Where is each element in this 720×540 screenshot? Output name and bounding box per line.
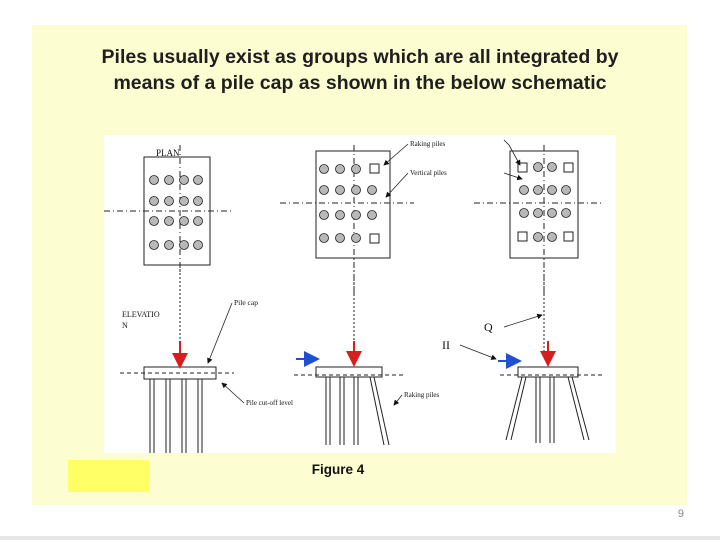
page-number: 9 <box>677 508 684 520</box>
marker-ii: II <box>442 338 450 352</box>
elevation-label-line2: N <box>122 321 128 330</box>
plan-label: PLAN <box>156 148 180 158</box>
plan-view-3 <box>474 145 604 357</box>
bottom-divider <box>0 536 720 540</box>
pile-group-schematic: PLAN Raking piles Vertical piles ELEVATI… <box>104 135 616 453</box>
raking-piles-label-top: Raking piles <box>410 140 445 148</box>
elevation-view-2 <box>294 341 404 446</box>
marker-q: Q <box>484 320 493 334</box>
plan-view-2 <box>280 145 414 355</box>
vertical-piles-label: Vertical piles <box>410 169 447 177</box>
raking-piles-label-bottom: Raking piles <box>404 391 439 399</box>
elevation-view-3 <box>498 341 604 443</box>
pile-cap-label: Pile cap <box>234 298 258 307</box>
plan-view-1 <box>104 145 234 357</box>
elevation-view-1 <box>120 341 234 453</box>
slide-title: Piles usually exist as groups which are … <box>101 46 619 94</box>
figure-caption: Figure 4 <box>311 462 365 477</box>
highlight-block <box>68 460 149 492</box>
pile-cut-off-label: Pile cut-off level <box>246 399 293 407</box>
elevation-label-line1: ELEVATIO <box>122 310 160 319</box>
